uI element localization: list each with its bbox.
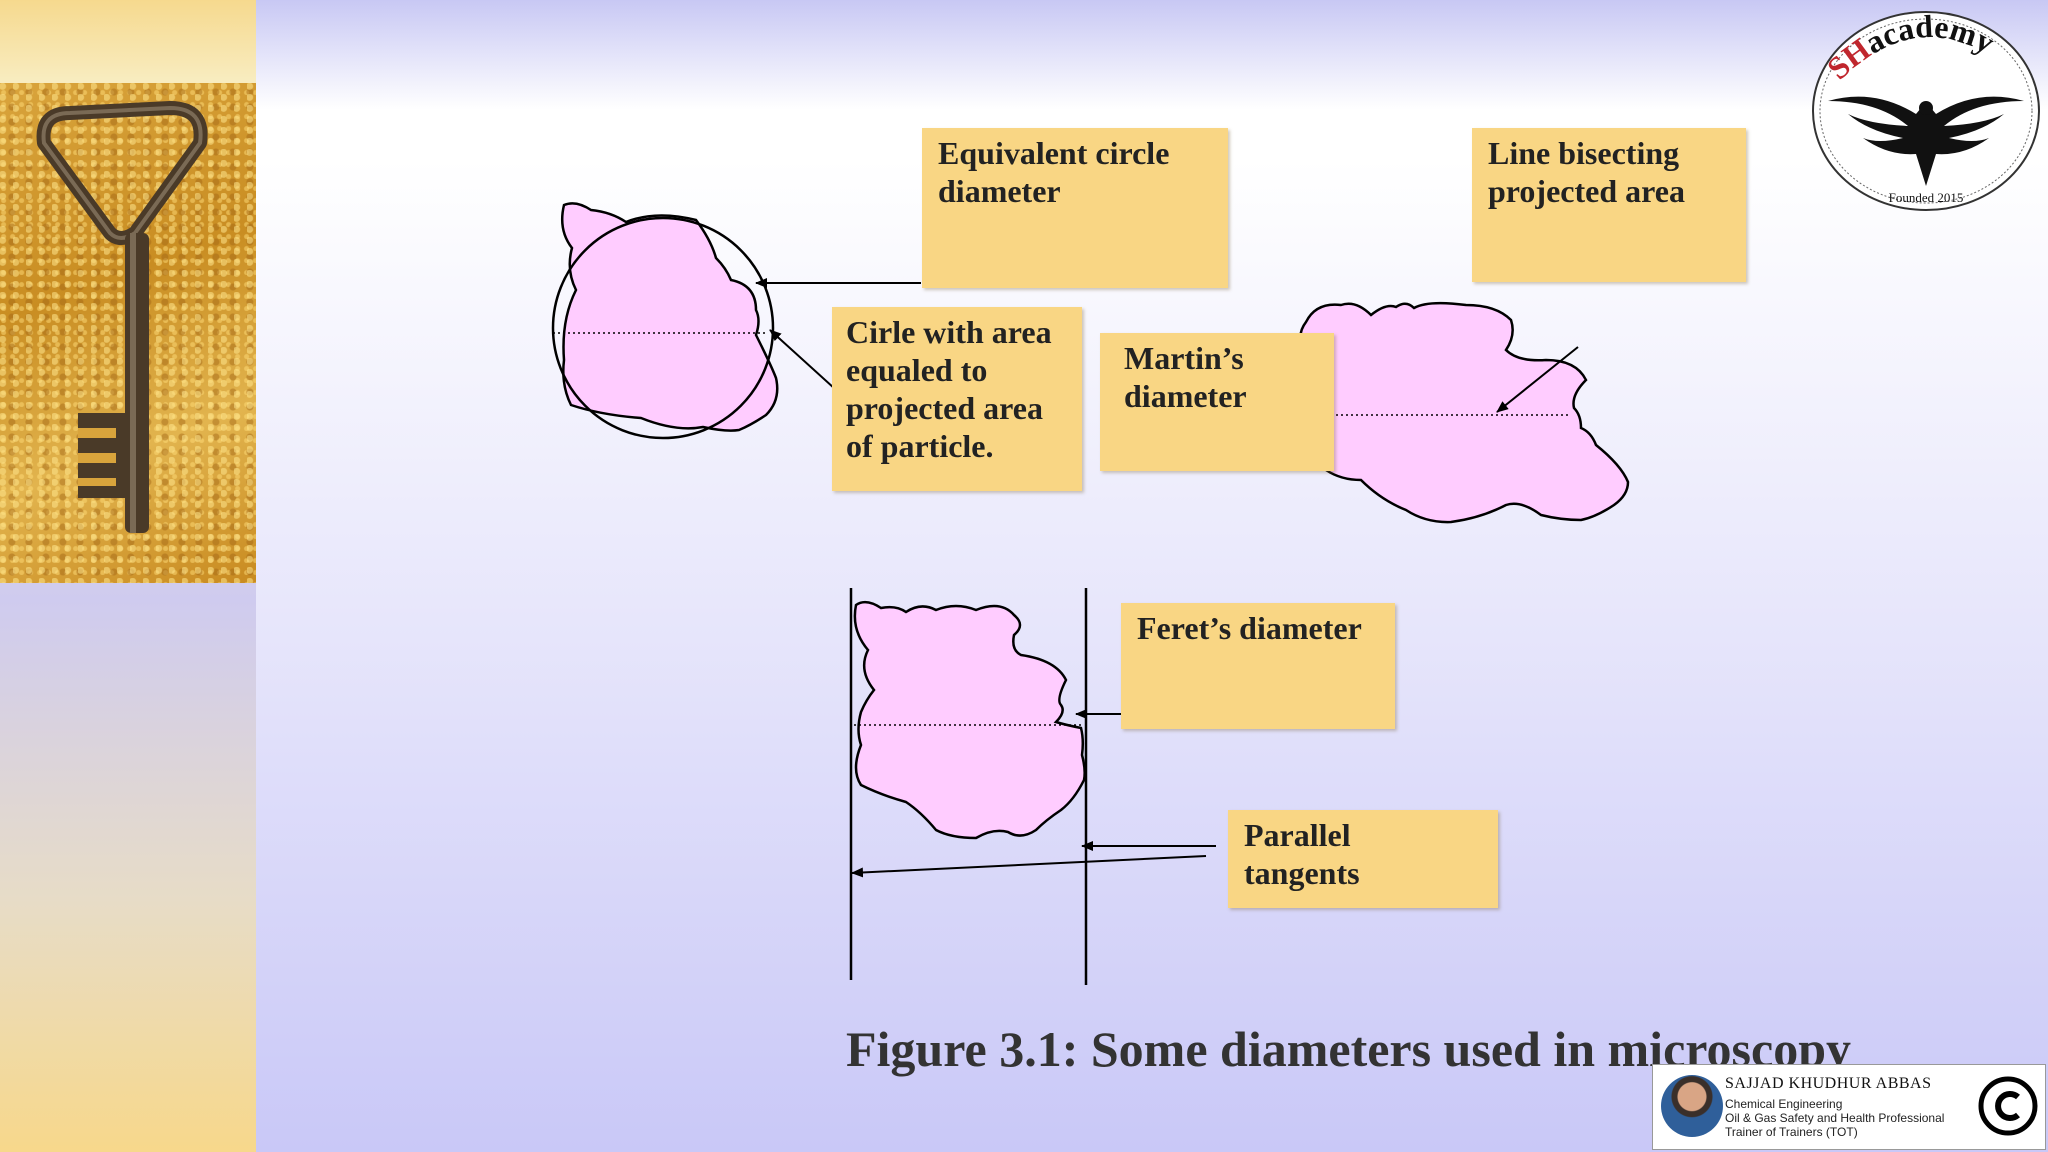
diagram-area: Equivalent circle diameter Line bisectin… xyxy=(256,0,2048,1152)
label-ferets-diameter: Feret’s diameter xyxy=(1121,603,1395,729)
label-martins-diameter: Martin’s diameter xyxy=(1100,333,1334,471)
key-photo xyxy=(0,83,256,583)
author-line-3: Trainer of Trainers (TOT) xyxy=(1725,1125,1858,1139)
author-name: SAJJAD KHUDHUR ABBAS xyxy=(1725,1075,1932,1092)
particle-1 xyxy=(551,202,779,440)
copyright-icon xyxy=(1977,1075,2039,1137)
label-parallel-tangents: Parallel tangents xyxy=(1228,810,1498,908)
logo-founded: Founded 2015 xyxy=(1889,190,1964,205)
particle-3 xyxy=(853,600,1086,840)
label-equivalent-circle-diameter: Equivalent circle diameter xyxy=(922,128,1228,288)
label-line-bisecting-projected-area: Line bisecting projected area xyxy=(1472,128,1746,282)
particle-2 xyxy=(1299,301,1630,524)
author-credit: SAJJAD KHUDHUR ABBAS Chemical Engineerin… xyxy=(1652,1064,2046,1150)
author-line-2: Oil & Gas Safety and Health Professional xyxy=(1725,1111,1945,1125)
left-decor-bar xyxy=(0,0,256,1152)
shacademy-logo: SHacademy Founded 2015 xyxy=(1808,6,2044,216)
author-line-1: Chemical Engineering xyxy=(1725,1097,1843,1111)
label-circle-with-area: Cirle with area equaled to projected are… xyxy=(832,307,1082,491)
eagle-icon xyxy=(1828,96,2024,186)
avatar xyxy=(1661,1075,1723,1137)
